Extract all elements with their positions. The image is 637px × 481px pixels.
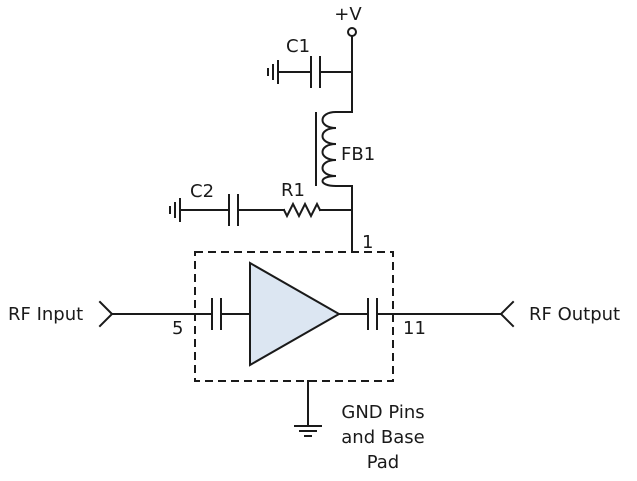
r1-label: R1 xyxy=(281,180,305,201)
rf-input-label: RF Input xyxy=(8,304,83,325)
inductor-fb1: FB1 xyxy=(315,110,375,188)
pin11-label: 11 xyxy=(403,318,426,339)
supply-label: +V xyxy=(334,4,362,25)
resistor-r1: R1 xyxy=(237,180,353,219)
amplifier-triangle xyxy=(249,261,342,367)
ground-symbol-c1 xyxy=(267,60,279,84)
output-capacitor xyxy=(338,298,502,330)
c2-label: C2 xyxy=(190,181,214,202)
c1-label: C1 xyxy=(286,36,310,57)
gnd-label-line1: GND Pins xyxy=(341,402,424,423)
fb1-label: FB1 xyxy=(341,144,375,165)
gnd-label: GND Pins and Base Pad xyxy=(341,402,424,473)
capacitor-c2: C2 xyxy=(179,181,239,226)
rf-output-connector: RF Output 11 xyxy=(403,300,620,339)
gnd-label-line2: and Base xyxy=(341,427,424,448)
module-outline xyxy=(194,251,394,382)
pin5-label: 5 xyxy=(172,318,183,339)
rf-input-connector: RF Input 5 xyxy=(8,300,213,339)
ground-symbol-c2 xyxy=(169,198,181,222)
rf-output-label: RF Output xyxy=(529,304,620,325)
supply-terminal: +V xyxy=(334,4,362,37)
pin1-label: 1 xyxy=(362,232,373,253)
capacitor-c1: C1 xyxy=(277,36,353,88)
gnd-label-line3: Pad xyxy=(367,452,400,473)
module-ground xyxy=(294,380,322,437)
input-capacitor xyxy=(211,298,251,330)
